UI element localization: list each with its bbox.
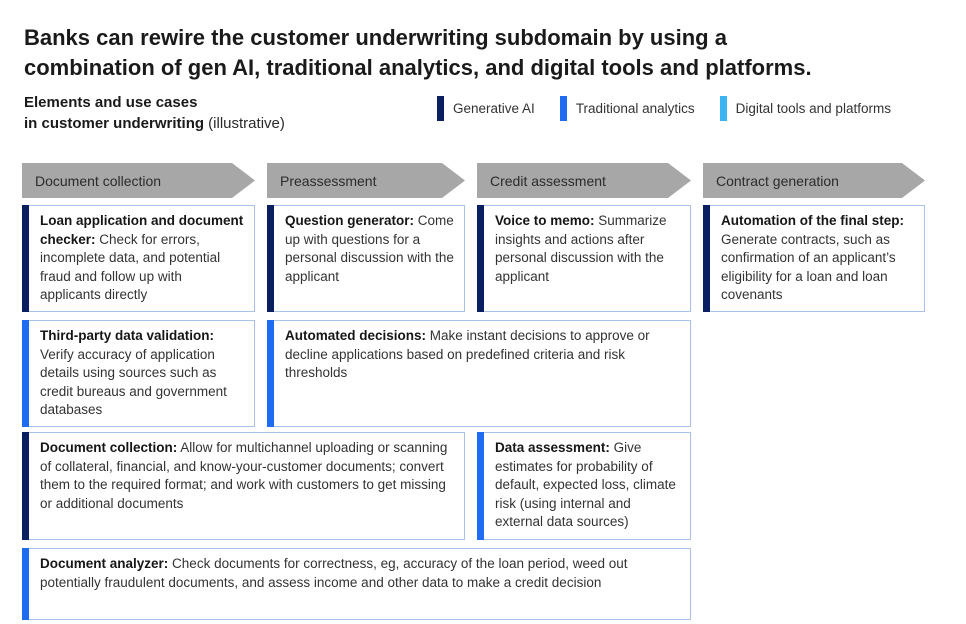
usecase-card-voice-to-memo: Voice to memo: Summarize insights and ac… <box>477 205 691 312</box>
usecase-card-document-collection: Document collection: Allow for multichan… <box>22 432 465 540</box>
legend-item-digital-tools: Digital tools and platforms <box>719 96 891 121</box>
usecase-text: Automated decisions: Make instant decisi… <box>285 328 650 380</box>
usecase-card-document-analyzer: Document analyzer: Check documents for c… <box>22 548 691 620</box>
category-accent-bar <box>267 320 274 427</box>
subtitle-line2: in customer underwriting <box>24 115 205 132</box>
stage-arrow-document-collection: Document collection <box>22 163 255 198</box>
subtitle-line1: Elements and use cases <box>24 94 198 111</box>
legend-label: Traditional analytics <box>575 101 695 116</box>
legend-label: Generative AI <box>453 101 535 116</box>
page-title-line1: Banks can rewire the customer underwriti… <box>24 24 727 50</box>
usecase-row-4: Document analyzer: Check documents for c… <box>22 548 925 620</box>
category-accent-bar <box>477 205 484 312</box>
legend-color-bar-generative-ai <box>437 96 444 121</box>
legend-item-generative-ai: Generative AI <box>437 96 535 121</box>
usecase-card-final-step-automation: Automation of the final step: Generate c… <box>703 205 925 312</box>
category-accent-bar <box>22 548 29 620</box>
stage-label: Document collection <box>35 172 162 189</box>
usecase-row-1: Loan application and document checker: C… <box>22 205 925 312</box>
category-accent-bar <box>267 205 274 312</box>
usecase-card-third-party-validation: Third-party data validation: Verify accu… <box>22 320 255 427</box>
stage-label: Credit assessment <box>490 172 606 189</box>
category-accent-bar <box>703 205 710 312</box>
usecase-card-question-generator: Question generator: Come up with questio… <box>267 205 465 312</box>
process-stage-row: Document collection Preassessment Credit… <box>22 163 925 198</box>
usecase-text: Question generator: Come up with questio… <box>285 213 454 284</box>
stage-label: Contract generation <box>716 172 839 189</box>
category-accent-bar <box>22 320 29 427</box>
usecase-card-loan-application-checker: Loan application and document checker: C… <box>22 205 255 312</box>
legend-item-traditional-analytics: Traditional analytics <box>559 96 695 121</box>
stage-label: Preassessment <box>280 172 377 189</box>
legend-label: Digital tools and platforms <box>735 101 891 116</box>
stage-arrow-contract-generation: Contract generation <box>703 163 925 198</box>
category-accent-bar <box>22 432 29 540</box>
usecase-card-automated-decisions: Automated decisions: Make instant decisi… <box>267 320 691 427</box>
usecase-text: Loan application and document checker: C… <box>40 213 244 302</box>
usecase-card-data-assessment: Data assessment: Give estimates for prob… <box>477 432 691 540</box>
usecase-text: Voice to memo: Summarize insights and ac… <box>495 213 667 284</box>
usecase-text: Automation of the final step: Generate c… <box>721 213 904 302</box>
category-accent-bar <box>22 205 29 312</box>
legend-color-bar-digital-tools <box>719 96 727 121</box>
legend: Generative AI Traditional analytics Digi… <box>437 96 891 121</box>
usecase-row-2: Third-party data validation: Verify accu… <box>22 320 925 427</box>
category-accent-bar <box>477 432 484 540</box>
usecase-text: Document analyzer: Check documents for c… <box>40 556 628 590</box>
usecase-text: Document collection: Allow for multichan… <box>40 440 448 511</box>
usecase-row-3: Document collection: Allow for multichan… <box>22 432 925 540</box>
stage-arrow-credit-assessment: Credit assessment <box>477 163 691 198</box>
subtitle-illustrative-note: (illustrative) <box>204 115 285 132</box>
legend-color-bar-traditional-analytics <box>559 96 567 121</box>
page-title-line2: combination of gen AI, traditional analy… <box>24 54 812 80</box>
exhibit-subtitle: Elements and use cases in customer under… <box>24 92 285 134</box>
page-title: Banks can rewire the customer underwriti… <box>24 23 940 83</box>
stage-arrow-preassessment: Preassessment <box>267 163 465 198</box>
usecase-text: Data assessment: Give estimates for prob… <box>495 440 676 529</box>
usecase-text: Third-party data validation: Verify accu… <box>40 328 227 417</box>
